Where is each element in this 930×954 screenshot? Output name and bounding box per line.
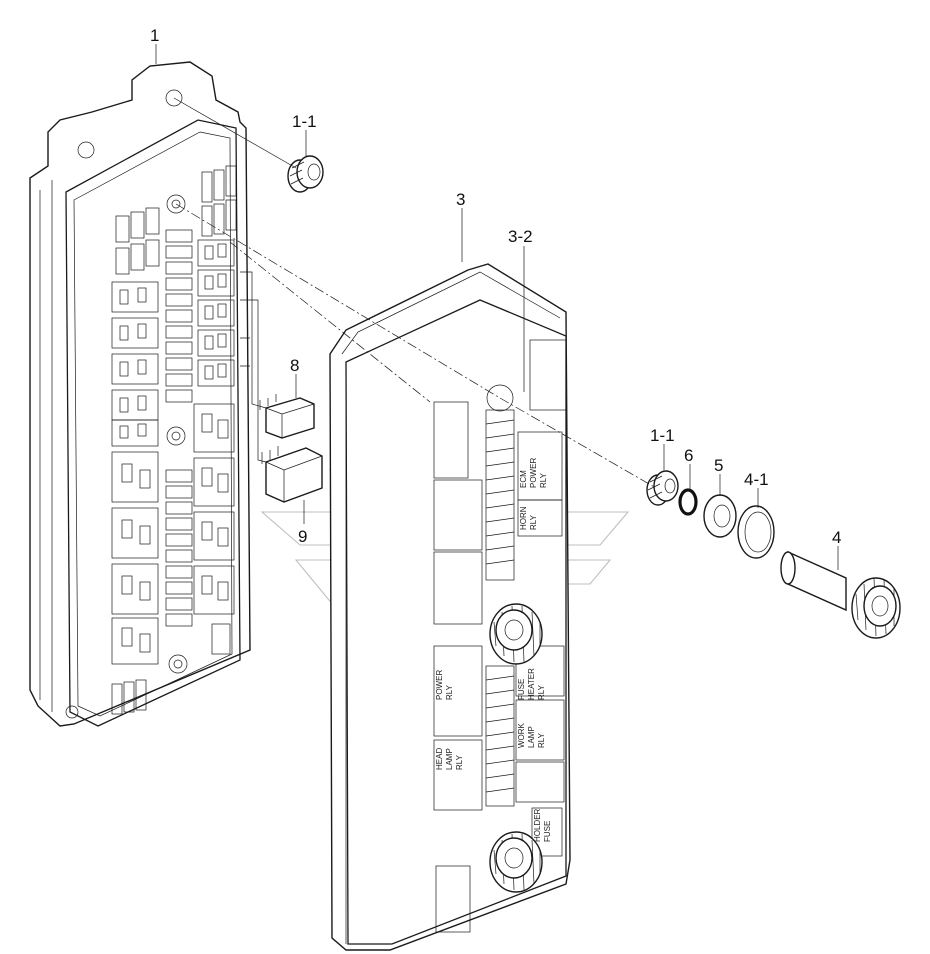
svg-text:HEATER: HEATER <box>527 668 536 700</box>
svg-text:HEAD: HEAD <box>435 748 444 770</box>
callout-5: 5 <box>714 456 723 475</box>
callout-4: 4 <box>832 528 841 547</box>
svg-text:FUSE: FUSE <box>517 679 526 700</box>
svg-text:HOLDER: HOLDER <box>533 808 542 842</box>
relay-part-9 <box>261 446 323 503</box>
callout-1: 1 <box>150 26 159 45</box>
svg-text:RLY: RLY <box>455 754 464 770</box>
label-horn-rly: HORN RLY <box>519 506 538 530</box>
knob-upper <box>489 603 543 665</box>
callout-4-1: 4-1 <box>744 470 769 489</box>
cover-part-3: POWER RLY HEAD LAMP RLY FUSE HEATER RLY … <box>329 263 571 951</box>
label-fuse-heater-rly: FUSE HEATER RLY <box>517 668 546 700</box>
ring-part-4-1 <box>737 505 775 559</box>
callout-3: 3 <box>456 190 465 209</box>
svg-text:POWER: POWER <box>529 458 538 488</box>
callout-1-1-upper: 1-1 <box>292 112 317 131</box>
svg-text:RLY: RLY <box>537 684 546 700</box>
svg-text:RLY: RLY <box>537 732 546 748</box>
callout-3-2: 3-2 <box>508 227 533 246</box>
callout-8: 8 <box>290 356 299 375</box>
svg-text:RLY: RLY <box>529 514 538 530</box>
grommet-part-1-1-upper <box>287 155 324 193</box>
svg-text:ECM: ECM <box>519 470 528 488</box>
svg-text:RLY: RLY <box>445 684 454 700</box>
svg-text:LAMP: LAMP <box>527 726 536 748</box>
knob-lower <box>489 831 543 893</box>
svg-text:POWER: POWER <box>435 670 444 700</box>
svg-text:FUSE: FUSE <box>543 821 552 842</box>
label-ecm-power-rly: ECM POWER RLY <box>519 458 548 488</box>
fuse-label-strip-upper <box>485 409 515 581</box>
fuse-relay-base-part-1 <box>29 61 251 727</box>
knob-shaft-part-4 <box>780 550 901 639</box>
fuse-column <box>165 229 193 627</box>
grommet-part-1-1-lower <box>646 470 679 506</box>
small-relay-sockets-right <box>197 239 235 387</box>
label-head-lamp-rly: HEAD LAMP RLY <box>435 748 464 770</box>
fuse-label-strip-lower <box>485 665 515 807</box>
svg-text:LAMP: LAMP <box>445 748 454 770</box>
washer-part-5 <box>703 494 737 538</box>
svg-text:RLY: RLY <box>539 472 548 488</box>
callout-labels: 1 1-1 3 3-2 8 9 1-1 6 5 4-1 4 <box>150 26 841 547</box>
callout-1-1-lower: 1-1 <box>650 426 675 445</box>
leader-lines <box>155 44 839 570</box>
svg-text:HORN: HORN <box>519 506 528 530</box>
label-holder-fuse: HOLDER FUSE <box>533 808 552 842</box>
svg-text:WORK: WORK <box>517 722 526 748</box>
label-work-lamp-rly: WORK LAMP RLY <box>517 722 546 748</box>
callout-6: 6 <box>684 446 693 465</box>
relay-part-8 <box>259 394 315 439</box>
o-ring-part-6 <box>678 488 698 516</box>
small-relay-sockets-left <box>111 281 159 447</box>
large-relay-sockets <box>111 403 235 665</box>
label-power-rly: POWER RLY <box>435 670 454 700</box>
callout-9: 9 <box>298 527 307 546</box>
